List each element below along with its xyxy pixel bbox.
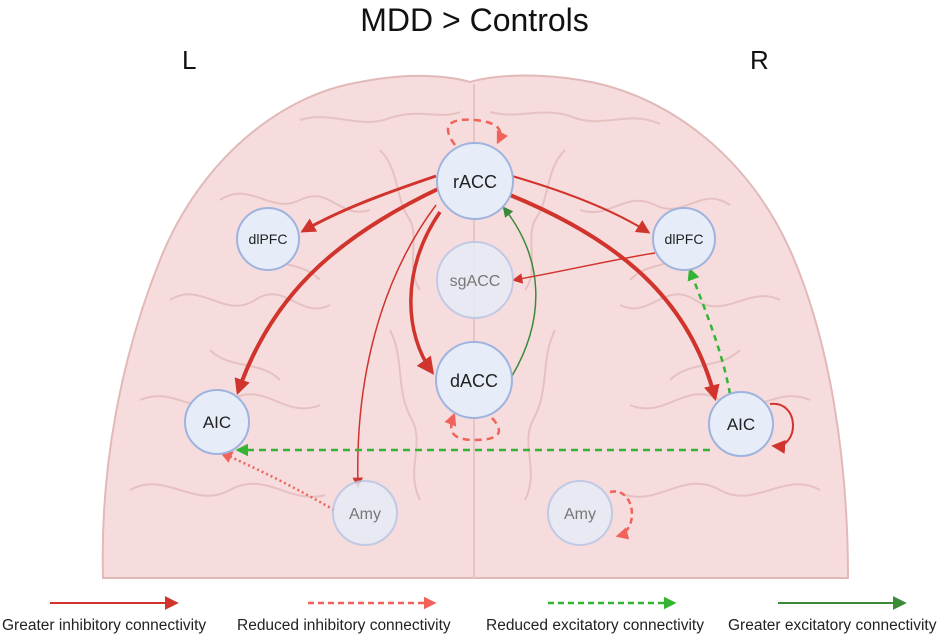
node-dacc-label: dACC — [450, 371, 498, 391]
node-dlpfc-left-label: dlPFC — [249, 231, 288, 247]
edge-racc-aic-r — [509, 193, 720, 402]
edge-dacc-self — [444, 412, 501, 442]
edge-amy-r-self — [609, 490, 634, 540]
node-dlpfc-left: dlPFC — [236, 207, 300, 271]
edge-aic-r-dlpfc-r — [687, 267, 732, 395]
edge-racc-aic-l — [234, 186, 441, 396]
node-amy-right-label: Amy — [564, 506, 596, 523]
node-aic-right-label: AIC — [727, 415, 755, 434]
right-hemisphere-label: R — [750, 45, 769, 75]
node-amy-right: Amy — [547, 480, 613, 546]
node-aic-left-label: AIC — [203, 413, 231, 432]
node-dlpfc-right: dlPFC — [652, 207, 716, 271]
edge-racc-dlpfc-l — [300, 174, 437, 233]
edge-aic-r-self — [769, 402, 794, 454]
brain-outline — [101, 74, 850, 579]
connections — [219, 118, 794, 540]
node-amy-left: Amy — [332, 480, 398, 546]
legend-label-reduced-inhibitory: Reduced inhibitory connectivity — [237, 617, 451, 634]
edge-racc-dacc — [409, 211, 442, 375]
edge-dlpfc-r-sgacc — [511, 252, 656, 284]
node-racc-label: rACC — [453, 172, 497, 192]
legend-label-greater-excitatory: Greater excitatory connectivity — [728, 617, 937, 634]
node-aic-right: AIC — [708, 391, 774, 457]
node-racc: rACC — [436, 142, 514, 220]
edge-racc-amy-l — [352, 204, 437, 489]
nodes: rACC dlPFC dlPFC sgACC dACC AIC AIC Amy — [184, 142, 774, 546]
legend-label-greater-inhibitory: Greater inhibitory connectivity — [2, 617, 207, 634]
figure-title: MDD > Controls — [360, 2, 589, 38]
node-sgacc-label: sgACC — [450, 273, 501, 290]
brain-illustration — [101, 74, 850, 579]
edge-racc-dlpfc-r — [511, 175, 651, 234]
node-amy-left-label: Amy — [349, 506, 381, 523]
node-dacc: dACC — [435, 341, 513, 419]
left-hemisphere-label: L — [182, 45, 197, 75]
edge-racc-self — [446, 118, 509, 146]
node-dlpfc-right-label: dlPFC — [665, 231, 704, 247]
edge-amy-l-aic-l — [219, 451, 335, 512]
node-aic-left: AIC — [184, 389, 250, 455]
edge-dacc-racc — [502, 206, 537, 377]
legend-label-reduced-excitatory: Reduced excitatory connectivity — [486, 617, 704, 634]
node-sgacc: sgACC — [436, 241, 514, 319]
